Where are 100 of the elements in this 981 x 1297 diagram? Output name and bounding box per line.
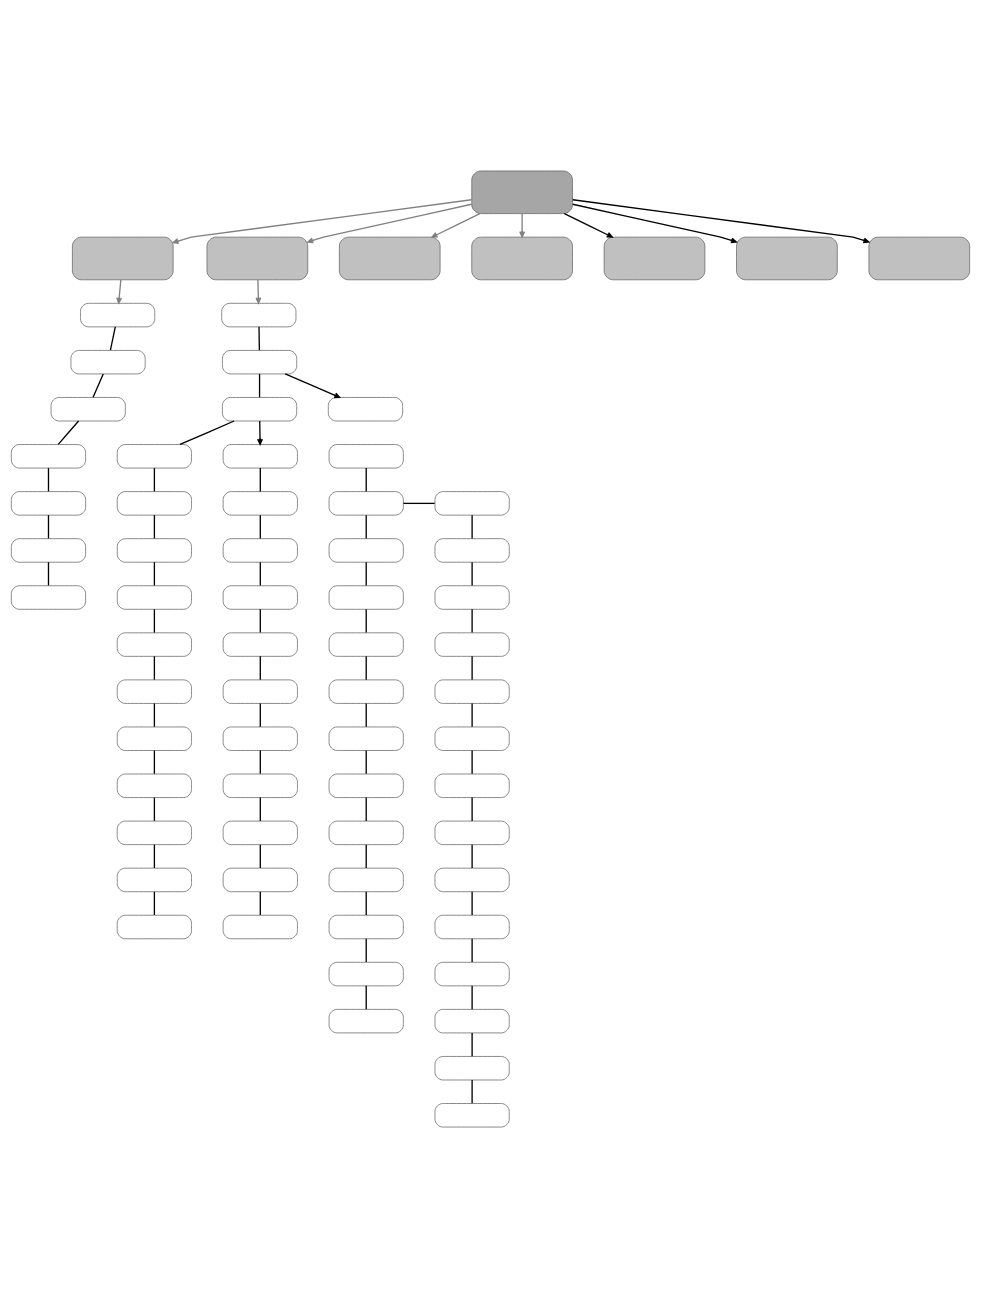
- node-box: [328, 443, 404, 468]
- connector: [47, 466, 50, 492]
- node-box: [434, 1008, 510, 1033]
- connector: [258, 372, 261, 398]
- node-box: [70, 349, 146, 374]
- arrow: [255, 278, 262, 304]
- node-box: [434, 490, 510, 515]
- node-box: [50, 396, 126, 421]
- node-box: [116, 726, 192, 751]
- node-box: [434, 1055, 510, 1080]
- node-box: [434, 914, 510, 939]
- node-box: [222, 631, 298, 657]
- connector: [153, 702, 156, 727]
- connector: [153, 655, 156, 680]
- connector: [471, 1031, 473, 1057]
- connector: [471, 843, 473, 869]
- node-box: [328, 914, 404, 939]
- connector: [153, 561, 156, 586]
- node-box: [434, 679, 510, 704]
- connector: [259, 514, 261, 539]
- connector: [365, 890, 367, 916]
- node-box: [328, 631, 404, 657]
- node-box: [222, 349, 298, 374]
- node-box: [222, 537, 298, 563]
- node-box: [116, 773, 192, 798]
- node-box: [434, 1102, 510, 1127]
- arrow: [431, 212, 481, 238]
- node-box: [10, 443, 86, 468]
- connector: [471, 655, 473, 680]
- arrow: [572, 198, 870, 243]
- node-box: [328, 490, 404, 515]
- connector: [365, 843, 367, 869]
- connector: [258, 325, 261, 351]
- connector: [471, 1078, 473, 1104]
- node-box: [434, 537, 510, 563]
- connector: [471, 608, 473, 633]
- node-box: [434, 773, 510, 798]
- connector: [47, 561, 50, 586]
- connector: [153, 890, 156, 916]
- node-box: [116, 867, 192, 892]
- connector: [153, 608, 156, 633]
- arrow: [572, 203, 738, 243]
- node-box: [328, 867, 404, 892]
- connector: [471, 796, 473, 822]
- node-box: [72, 236, 174, 280]
- node-box: [328, 773, 404, 798]
- connector: [153, 796, 156, 822]
- connector: [471, 514, 473, 539]
- connector: [365, 514, 367, 539]
- node-box: [222, 396, 298, 421]
- node-box: [116, 490, 192, 515]
- node-box: [339, 236, 441, 280]
- node-box: [434, 961, 510, 986]
- arrow: [519, 212, 526, 238]
- node-box: [328, 537, 404, 563]
- connector: [365, 796, 367, 822]
- node-box: [222, 726, 298, 751]
- node-box: [328, 1008, 404, 1033]
- connector: [109, 325, 116, 351]
- node-box: [736, 236, 838, 280]
- arrow: [284, 372, 341, 398]
- node-box: [327, 396, 403, 421]
- node-box: [222, 490, 298, 515]
- node-box: [10, 490, 86, 515]
- node-box: [434, 584, 510, 610]
- node-box: [222, 443, 298, 468]
- connector: [365, 937, 367, 963]
- connector: [47, 514, 50, 539]
- connector: [365, 608, 367, 633]
- connector: [365, 702, 367, 727]
- node-box: [434, 631, 510, 657]
- node-box: [222, 679, 298, 704]
- node-box: [222, 867, 298, 892]
- node-box: [116, 631, 192, 657]
- node-box: [222, 773, 298, 798]
- node-box: [116, 537, 192, 563]
- node-box: [328, 584, 404, 610]
- connector: [471, 561, 473, 586]
- connector: [471, 890, 473, 916]
- node-box: [222, 584, 298, 610]
- connector: [153, 466, 156, 492]
- connector: [57, 419, 80, 445]
- node-box: [868, 236, 971, 280]
- connector: [365, 984, 367, 1010]
- connector: [153, 514, 156, 539]
- node-box: [471, 170, 573, 214]
- node-box: [221, 302, 297, 327]
- node-box: [434, 726, 510, 751]
- connector: [471, 937, 473, 963]
- connector: [153, 749, 156, 774]
- connector: [471, 984, 473, 1010]
- node-box: [222, 820, 298, 845]
- node-box: [116, 584, 192, 610]
- node-box: [116, 679, 192, 704]
- node-box: [328, 679, 404, 704]
- connector: [402, 502, 436, 504]
- connector: [259, 796, 261, 822]
- node-box: [116, 820, 192, 845]
- node-box: [471, 236, 573, 280]
- node-box: [10, 537, 86, 563]
